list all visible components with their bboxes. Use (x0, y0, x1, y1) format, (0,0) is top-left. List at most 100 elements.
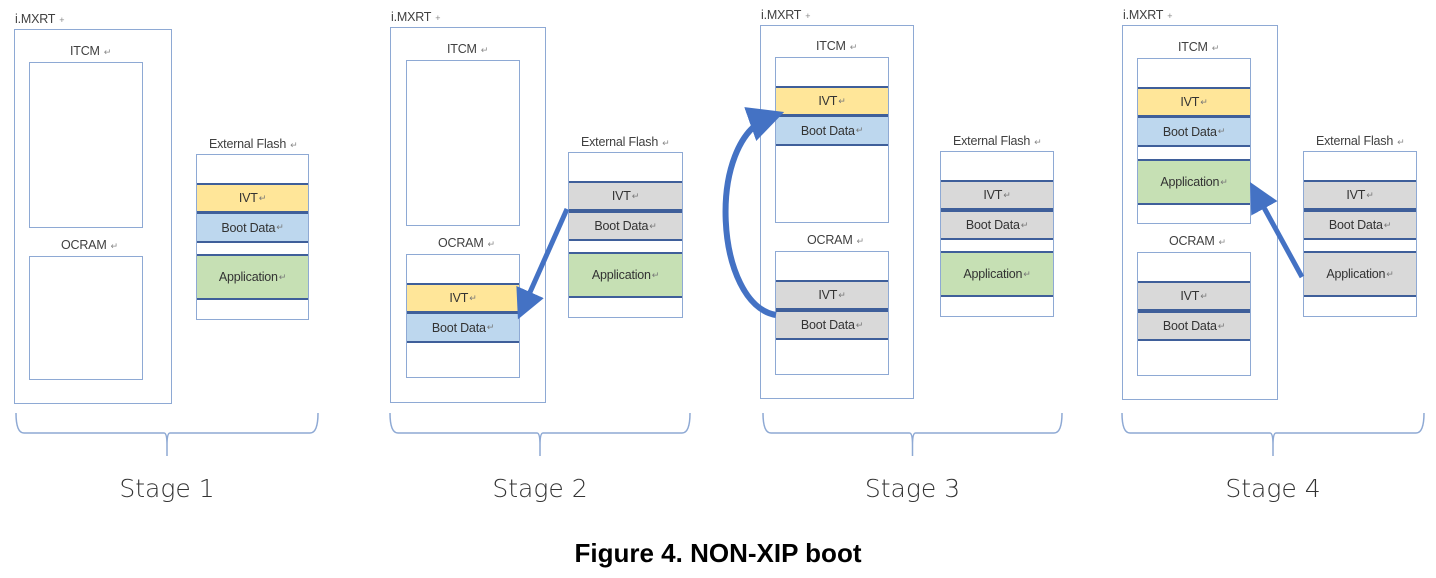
stage-2-label: Stage 2 (492, 474, 588, 503)
stage-4-itcm-ivt: IVT↵ (1138, 87, 1250, 117)
stage-1-chip-label-text: i.MXRT (15, 12, 56, 26)
stage-4-ocram-ivt: IVT↵ (1138, 281, 1250, 311)
stage-4-brace (1121, 412, 1425, 456)
stage-2-flash-label: External Flash↵ (581, 135, 670, 149)
stage-4-flash-label: External Flash↵ (1316, 134, 1405, 148)
stage-4-itcm-boot-data: Boot Data↵ (1138, 117, 1250, 147)
stage-2-ocram-boot-data: Boot Data↵ (407, 313, 519, 343)
stage-4-flash-application-text: Application (1326, 267, 1386, 281)
stage-1-flash-boot-data-mark: ↵ (276, 222, 284, 232)
stage-3-ocram-ivt-text: IVT (818, 288, 838, 302)
stage-4-chip-label-text: i.MXRT (1123, 8, 1164, 22)
stage-4-flash-application-mark: ↵ (1386, 268, 1394, 279)
stage-4-flash-boot-data-mark: ↵ (1383, 219, 1392, 230)
stage-2-ocram-label-mark: ↵ (487, 239, 496, 249)
stage-4-ocram-label: OCRAM↵ (1169, 234, 1226, 248)
stage-1-flash-application-text: Application (218, 270, 278, 284)
stage-1-brace (15, 412, 319, 456)
stage-3-flash-label-mark: ↵ (1034, 137, 1042, 147)
stage-3-itcm-boot-data: Boot Data↵ (776, 116, 888, 146)
stage-4-external-flash-box: IVT↵Boot Data↵Application↵ (1303, 151, 1417, 317)
stage-1-itcm-label-text: ITCM (70, 44, 100, 58)
stage-3-chip-label: i.MXRT+ (761, 8, 811, 22)
stage-1-flash-ivt: IVT↵ (197, 183, 308, 213)
stage-4-ocram-ivt-text: IVT (1180, 289, 1200, 303)
stage-3-flash-boot-data-mark: ↵ (1020, 219, 1029, 230)
stage-2-chip-label-mark: + (435, 13, 441, 23)
stage-2-flash-application: Application↵ (569, 252, 682, 298)
stage-1-itcm-label-mark: ↵ (103, 47, 112, 57)
stage-2-flash-ivt-mark: ↵ (631, 190, 640, 201)
stage-1-ocram-label-mark: ↵ (110, 241, 119, 251)
stage-2-flash-ivt-text: IVT (611, 189, 631, 203)
stage-4-itcm-boot-data-mark: ↵ (1217, 126, 1226, 136)
stage-1-ocram-box (29, 256, 143, 380)
stage-3-flash-boot-data: Boot Data↵ (941, 210, 1053, 240)
stage-3-ocram-label-mark: ↵ (856, 236, 865, 246)
stage-4-itcm-ivt-text: IVT (1180, 95, 1200, 109)
stage-3-flash-label: External Flash↵ (953, 134, 1042, 148)
stage-3-ocram-label: OCRAM↵ (807, 233, 864, 247)
stage-2-ocram-boot-data-text: Boot Data (431, 320, 486, 335)
stage-3-ocram-ivt-mark: ↵ (838, 289, 846, 300)
stage-4-ocram-boot-data-mark: ↵ (1217, 320, 1226, 331)
stage-3-flash-ivt-mark: ↵ (1003, 189, 1011, 200)
stage-2-ocram-boot-data-mark: ↵ (486, 322, 495, 332)
stage-4-itcm-label-mark: ↵ (1211, 43, 1220, 53)
stage-4-label: Stage 4 (1225, 474, 1321, 503)
stage-3-itcm-ivt-mark: ↵ (838, 95, 846, 106)
stage-3-itcm-label-mark: ↵ (849, 42, 858, 52)
stage-4-chip-label-mark: + (1167, 11, 1173, 21)
stage-4-flash-boot-data: Boot Data↵ (1304, 210, 1416, 240)
stage-4-itcm-boot-data-text: Boot Data (1162, 124, 1217, 139)
stage-2-brace (389, 412, 691, 456)
stage-2-ocram-label: OCRAM↵ (438, 236, 495, 250)
stage-4-ocram-boot-data: Boot Data↵ (1138, 311, 1250, 341)
stage-4-ocram-label-mark: ↵ (1218, 237, 1227, 247)
stage-4-flash-ivt: IVT↵ (1304, 180, 1416, 210)
stage-2-flash-boot-data: Boot Data↵ (569, 211, 682, 241)
stage-2-flash-boot-data-text: Boot Data (594, 219, 649, 233)
stage-2-flash-application-text: Application (591, 268, 651, 282)
stage-3-ocram-ivt: IVT↵ (776, 280, 888, 310)
stage-3-flash-label-text: External Flash (953, 134, 1031, 148)
stage-4-flash-application: Application↵ (1304, 251, 1416, 297)
stage-2-ocram-box: IVT↵Boot Data↵ (406, 254, 520, 378)
stage-4-flash-ivt-text: IVT (1346, 188, 1366, 202)
stage-2-itcm-box (406, 60, 520, 226)
stage-4-itcm-application: Application↵ (1138, 159, 1250, 205)
stage-1-flash-boot-data-text: Boot Data (221, 220, 276, 235)
stage-3-ocram-boot-data: Boot Data↵ (776, 310, 888, 340)
stage-3-itcm-boot-data-text: Boot Data (800, 123, 855, 138)
stage-3-itcm-label-text: ITCM (816, 39, 846, 53)
stage-1-external-flash-box: IVT↵Boot Data↵Application↵ (196, 154, 309, 320)
stage-3-label: Stage 3 (864, 474, 961, 503)
stage-1-flash-label-text: External Flash (209, 137, 287, 151)
stage-3-flash-ivt-text: IVT (983, 188, 1003, 202)
stage-3-chip-label-mark: + (805, 11, 811, 21)
stage-4-flash-label-text: External Flash (1316, 134, 1394, 148)
stage-4-ocram-box: IVT↵Boot Data↵ (1137, 252, 1251, 376)
figure-caption: Figure 4. NON-XIP boot (574, 538, 862, 568)
stage-2-chip-label-text: i.MXRT (391, 10, 432, 24)
stage-3-itcm-boot-data-mark: ↵ (855, 125, 864, 135)
stage-1-label: Stage 1 (119, 474, 215, 503)
stage-3-external-flash-box: IVT↵Boot Data↵Application↵ (940, 151, 1054, 317)
stage-2-flash-label-mark: ↵ (662, 138, 670, 148)
stage-1-itcm-box (29, 62, 143, 228)
stage-4-itcm-label-text: ITCM (1178, 40, 1208, 54)
stage-4-ocram-ivt-mark: ↵ (1200, 290, 1208, 301)
stage-4-ocram-boot-data-text: Boot Data (1162, 319, 1217, 333)
stage-3-itcm-ivt: IVT↵ (776, 86, 888, 116)
stage-1-flash-label-mark: ↵ (290, 140, 298, 150)
stage-3-ocram-boot-data-mark: ↵ (855, 319, 864, 330)
stage-3-flash-application-text: Application (963, 267, 1023, 281)
stage-1-flash-ivt-mark: ↵ (258, 192, 267, 203)
stage-4-itcm-ivt-mark: ↵ (1200, 96, 1208, 107)
stage-3-flash-ivt: IVT↵ (941, 180, 1053, 210)
stage-4-flash-label-mark: ↵ (1397, 137, 1405, 147)
stage-1-chip-label-mark: + (59, 15, 65, 25)
stage-4-itcm-box: IVT↵Boot Data↵Application↵ (1137, 58, 1251, 224)
stage-4-itcm-label: ITCM↵ (1178, 40, 1219, 54)
stage-2-chip-label: i.MXRT+ (391, 10, 441, 24)
